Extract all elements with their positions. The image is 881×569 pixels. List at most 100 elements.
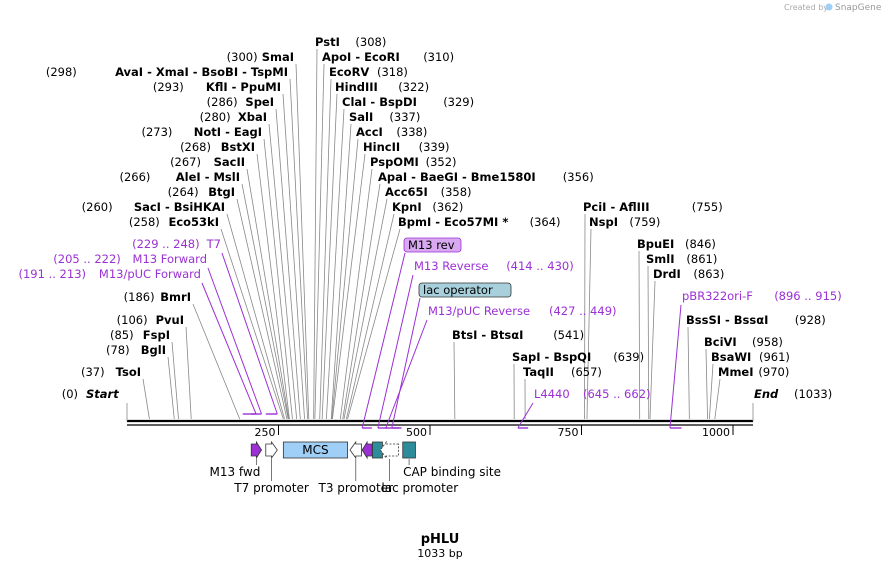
primer-name: T7: [206, 237, 221, 251]
enzyme-name: EcoRV: [329, 65, 369, 79]
enzyme-site-spei: SpeI(286): [207, 95, 301, 420]
enzyme-site-fspi: FspI(85): [110, 328, 179, 420]
enzyme-site-drdi: DrdI(863): [649, 267, 724, 420]
enzyme-name: SalI: [349, 110, 373, 124]
enzyme-name: NotI - EagI: [194, 125, 262, 139]
primer-name: lac operator: [423, 283, 493, 297]
feature-arrow-shape: [250, 440, 263, 460]
primer-name: M13 Reverse: [414, 259, 488, 273]
enzyme-name: BmrI: [160, 290, 191, 304]
enzyme-leader-line: [687, 326, 690, 420]
enzyme-position: (260): [82, 200, 113, 214]
feature-label: MCS: [302, 443, 328, 457]
enzyme-position: (273): [141, 125, 172, 139]
ruler-tick-label: 1000: [702, 426, 730, 439]
enzyme-leader-line: [343, 198, 388, 420]
enzyme-site-bpuei: BpuEI(846): [637, 237, 716, 420]
feature-label: M13 fwd: [209, 465, 260, 479]
enzyme-site-bgli: BglI(78): [106, 343, 175, 420]
enzyme-site-bmri: BmrI (186): [124, 290, 241, 420]
enzyme-site-apoi-ecori: ApoI - EcoRI(310): [314, 50, 454, 420]
enzyme-name: SpeI: [245, 95, 274, 109]
feature-arrow-shape: [379, 440, 399, 460]
enzyme-position: (657): [571, 365, 602, 379]
primer-range: (414 .. 430): [506, 259, 574, 273]
enzyme-leader-line: [714, 378, 721, 420]
enzyme-position: (928): [795, 313, 826, 327]
feature-t7-promoter: T7 promoter: [233, 440, 309, 495]
start-label: Start: [86, 387, 119, 401]
enzyme-site-smli: SmlI(861): [646, 252, 717, 420]
enzyme-name: BciVI: [704, 335, 737, 349]
primer-leader-line: [361, 252, 406, 429]
enzyme-name: BpmI - Eco57MI *: [398, 215, 508, 229]
primer-leader-line: [377, 274, 414, 429]
primer-name: M13 Forward: [133, 252, 207, 266]
enzyme-site-acc65i: Acc65I(358): [343, 185, 472, 420]
primer-t7: T7(229 .. 248): [132, 237, 278, 415]
enzyme-site-smai: SmaI(300): [227, 50, 310, 420]
enzyme-name: PciI - AflIII: [583, 200, 650, 214]
enzyme-leader-line: [314, 63, 325, 420]
feature-lac-promoter: lac promoter: [379, 440, 458, 495]
primer-name: M13/pUC Reverse: [428, 304, 530, 318]
enzyme-site-sapi-bspqi: SapI - BspQI(639): [512, 350, 644, 420]
enzyme-position: (318): [377, 65, 408, 79]
feature-label: T3 promoter: [318, 481, 394, 495]
enzyme-site-clai-bspdi: ClaI - BspDI(329): [325, 95, 474, 420]
snapgene-logo-icon: [825, 3, 833, 11]
credit-brand: SnapGene: [835, 3, 881, 13]
primer-range: (645 .. 662): [583, 387, 651, 401]
enzyme-name: AccI: [356, 125, 383, 139]
feature-arrow-shape: [349, 440, 362, 460]
enzyme-position: (308): [355, 35, 386, 49]
enzyme-site-sali: SalI(337): [330, 110, 420, 420]
enzyme-leader-line: [453, 341, 456, 420]
primer-name: M13/pUC Forward: [99, 267, 201, 281]
enzyme-site-tsoi: TsoI(37): [81, 365, 150, 420]
enzyme-site-noti-eagi: NotI - EagI (273): [141, 125, 293, 420]
enzyme-name: PstI: [315, 35, 340, 49]
ruler-tick-label: 750: [558, 426, 579, 439]
enzyme-name: BpuEI: [637, 237, 674, 251]
enzyme-position: (639): [613, 350, 644, 364]
end-marker: End(1033): [752, 387, 832, 421]
enzyme-site-bsssi-bss-i: BssSI - BssαI(928): [686, 313, 826, 420]
enzyme-site-kpni: KpnI(362): [345, 200, 463, 420]
enzyme-name: HindIII: [335, 80, 378, 94]
enzyme-position: (293): [153, 80, 184, 94]
enzyme-position: (186): [124, 290, 155, 304]
enzyme-leader-line: [275, 108, 301, 420]
enzyme-site-bstxi: BstXI(268): [180, 140, 290, 420]
enzyme-position: (310): [423, 50, 454, 64]
enzyme-leader-line: [246, 168, 290, 420]
enzyme-position: (266): [119, 170, 150, 184]
enzyme-site-acci: AccI(338): [331, 125, 427, 420]
enzyme-leader-line: [342, 183, 381, 420]
primer-name: L4440: [534, 387, 570, 401]
enzyme-leader-line: [171, 341, 179, 420]
enzyme-site-pcii-afliii: PciI - AflIII(755): [583, 200, 723, 420]
enzyme-site-bcivi: BciVI(958): [704, 335, 783, 420]
enzyme-sites: PstI (308) SmaI(300)ApoI - EcoRI(310) AvaI …: [46, 35, 832, 421]
primer-label-box: [403, 237, 462, 253]
enzyme-name: AleI - MslI: [176, 170, 240, 184]
enzyme-position: (861): [686, 252, 717, 266]
feature-mcs: MCS: [282, 441, 348, 459]
enzyme-name: BtsI - BtsαI: [452, 328, 523, 342]
enzyme-site-eco53ki: Eco53kI(258): [129, 215, 284, 420]
enzyme-site-hindiii: HindIII(322): [321, 80, 429, 420]
primer-m13-reverse: M13 Reverse (414 .. 430): [377, 259, 574, 429]
enzyme-leader-line: [282, 93, 305, 420]
enzyme-name: AvaI - XmaI - BsoBI - TspMI: [115, 65, 288, 79]
enzyme-position: (85): [110, 328, 134, 342]
enzyme-name: ClaI - BspDI: [342, 95, 417, 109]
enzyme-leader-line: [295, 63, 310, 420]
enzyme-name: TsoI: [116, 365, 141, 379]
primer-m13-puc-forward: M13/pUC Forward(191 .. 213): [19, 267, 257, 415]
enzyme-leader-line: [167, 356, 175, 420]
primer-range: (427 .. 449): [549, 304, 617, 318]
enzyme-name: SacII: [214, 155, 245, 169]
